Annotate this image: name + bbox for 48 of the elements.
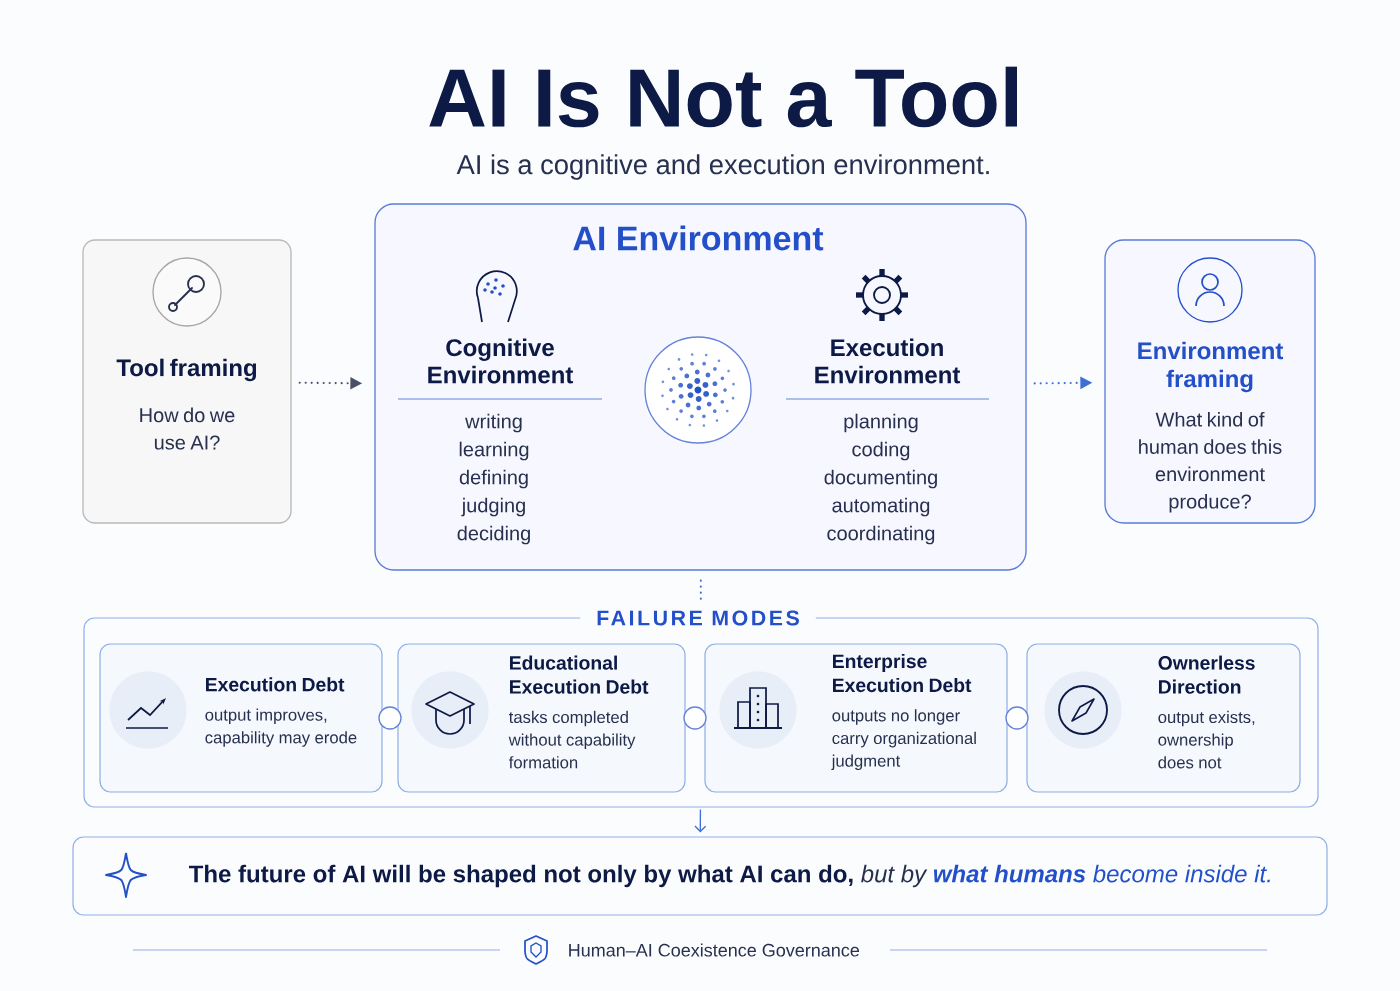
section-heading: FAILURE MODES [597,610,799,626]
connector [378,706,402,730]
list-item: planning [844,413,918,433]
card-heading: Execution Debt [206,677,345,692]
failure-card [704,643,1008,793]
list-item: automating [832,497,930,517]
connector [699,579,702,602]
list-item: documenting [824,469,937,489]
failure-card [397,643,686,793]
card-heading: Environment framing [1138,341,1284,393]
list-item: deciding [457,525,530,545]
environment-panel [374,203,1027,571]
card-text: What kind of human does this environment produce? [1139,411,1282,513]
card-heading: Tool framing [116,358,257,382]
list-item: writing [465,413,522,433]
node-label: The future of AI will be shaped not only by what AI can do, [188,864,853,888]
card-heading: Ownerless Direction [1158,655,1255,694]
subtitle: AI is a cognitive and execution environment. [456,154,989,180]
list-item: judging [461,497,525,517]
statement-box [72,836,1328,916]
footer-text: Human–AI Coexistence Governance [569,943,860,957]
card-text: output improves, capability may erode [205,708,357,747]
list-item: learning [459,441,529,461]
card-text: How do we use AI? [140,407,235,450]
statement-text: The future of AI will be shaped not only by what AI can do, but by what humans become inside it. [189,864,1270,888]
node-label: but by [861,864,928,888]
column-heading: Execution Environment [815,338,961,384]
card-text: outputs no longer carry organizational judgment [831,709,976,771]
list-item: defining [459,469,528,489]
card-text: tasks completed without capability formation [508,710,636,769]
tool-card [82,239,292,524]
title: AI Is Not a Tool [429,66,1017,128]
failure-card [99,643,383,793]
node-label: what humans [933,864,1086,883]
card-heading: Enterprise Execution Debt [833,653,972,693]
framing-card [1104,239,1316,524]
connector [694,808,707,833]
list-item: coordinating [827,525,935,545]
failure-card [1026,643,1301,793]
card-text: output exists, ownership does not [1158,710,1255,769]
connector [1005,706,1029,730]
connector [683,706,707,730]
network-circle [644,336,752,444]
column-heading: Cognitive Environment [428,338,574,384]
list-item: coding [852,441,910,461]
node-label: become inside it. [1093,864,1270,883]
card-heading: Educational Execution Debt [510,655,649,694]
panel-heading: AI Environment [573,225,824,251]
